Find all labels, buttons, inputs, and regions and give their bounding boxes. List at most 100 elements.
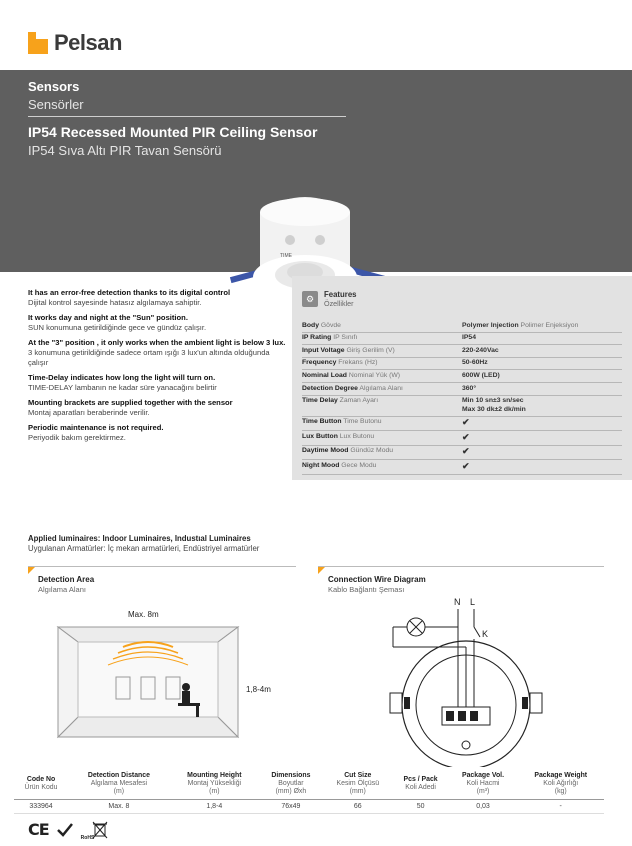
feature-key-tr: Time Butonu xyxy=(343,418,382,426)
feature-key: Nominal Load xyxy=(302,371,347,379)
header-unit: (m) xyxy=(209,788,220,796)
features-icon: ⚙ xyxy=(302,291,318,307)
corner-accent-icon xyxy=(318,567,325,574)
description-item: Periodic maintenance is not required. Pe… xyxy=(28,423,286,443)
wiring-subtitle: Kablo Bağlantı Şeması xyxy=(328,585,405,594)
feature-value-2: Max 30 dk±2 dk/min xyxy=(462,405,526,413)
description-en: It has an error-free detection thanks to… xyxy=(28,288,231,297)
features-title: Features xyxy=(324,290,357,299)
description-list: It has an error-free detection thanks to… xyxy=(28,288,286,448)
neutral-label: N xyxy=(454,597,461,607)
feature-key: Night Mood xyxy=(302,461,340,469)
hero-banner: Sensors Sensörler IP54 Recessed Mounted … xyxy=(0,70,632,299)
feature-key: Time Delay xyxy=(302,397,338,405)
header-tr: Koli Hacmi xyxy=(466,780,500,788)
product-subtitle: IP54 Sıva Altı PIR Tavan Sensörü xyxy=(28,143,222,158)
feature-key-tr: Gündüz Modu xyxy=(350,447,394,455)
header-tr: Koli Adedi xyxy=(405,784,436,792)
feature-key-tr: Giriş Gerilim (V) xyxy=(346,346,395,354)
table-cell: Max. 8 xyxy=(68,799,170,814)
description-en: Periodic maintenance is not required. xyxy=(28,423,164,432)
luminaires-en: Applied luminaires: Indoor Luminaires, I… xyxy=(28,534,251,543)
hero-divider xyxy=(28,116,346,117)
detection-area-diagram: Max. 8m 1,8-4m xyxy=(56,610,271,739)
feature-key: Time Button xyxy=(302,418,342,426)
header-tr: Kesim Ölçüsü xyxy=(336,780,380,788)
header-unit: (mm) xyxy=(349,788,366,796)
feature-value: Polymer Injection xyxy=(462,321,519,329)
brand-name: Pelsan xyxy=(54,30,122,55)
ce-mark-icon: CE xyxy=(28,820,50,839)
wiring-diagram: N L K xyxy=(389,597,543,767)
applied-luminaires: Applied luminaires: Indoor Luminaires, I… xyxy=(28,534,259,554)
logo-mark-icon xyxy=(28,32,50,54)
feature-key-tr: Frekans (Hz) xyxy=(338,359,378,367)
description-tr: TIME-DELAY lambanın ne kadar süre yanaca… xyxy=(28,383,217,392)
description-item: It works day and night at the "Sun" posi… xyxy=(28,313,286,333)
certifications: CE RoHS xyxy=(28,820,108,841)
detection-title: Detection Area xyxy=(38,575,95,584)
header-tr: Koli Ağırlığı xyxy=(543,780,579,788)
header-unit: (mm) Øxh xyxy=(275,788,307,796)
description-item: At the "3" position , it only works when… xyxy=(28,338,286,368)
description-tr: 3 konumuna getirildiğinde sadece ortam ı… xyxy=(28,348,270,367)
feature-key: Frequency xyxy=(302,359,337,367)
header-unit: (kg) xyxy=(554,788,567,796)
feature-key-tr: Lux Butonu xyxy=(339,432,375,440)
feature-value: IP54 xyxy=(462,334,476,342)
description-item: Mounting brackets are supplied together … xyxy=(28,398,286,418)
category-subtitle: Sensörler xyxy=(28,97,84,112)
feature-value-tr: Polimer Enjeksiyon xyxy=(520,321,579,329)
description-item: Time-Delay indicates how long the light … xyxy=(28,373,286,393)
description-tr: Montaj aparatları beraberinde verilir. xyxy=(28,408,150,417)
check-icon: ✔ xyxy=(462,431,470,442)
rohs-badge: RoHS xyxy=(81,824,95,841)
feature-value: 360° xyxy=(462,384,477,392)
features-header: ⚙ Features Özellikler xyxy=(302,290,357,308)
table-cell: 1,8-4 xyxy=(169,799,259,814)
header-unit: (m³) xyxy=(476,788,490,796)
feature-key-tr: Gece Modu xyxy=(341,461,377,469)
header-unit: (m) xyxy=(113,788,125,796)
features-row: Input Voltage Giriş Gerilim (V)220-240Va… xyxy=(302,344,622,358)
table-cell: 0,03 xyxy=(448,799,518,814)
column-header: Package Vol.Koli Hacmi(m³) xyxy=(448,772,518,800)
feature-value: Min 10 sn±3 sn/sec xyxy=(462,397,524,405)
features-row: Frequency Frekans (Hz)50-60Hz xyxy=(302,357,622,371)
table-cell: 333964 xyxy=(14,799,69,814)
header-tr: Boyutlar xyxy=(278,780,304,788)
check-icon: ✔ xyxy=(462,446,470,457)
feature-key-tr: Zaman Ayarı xyxy=(339,397,379,405)
features-subtitle: Özellikler xyxy=(324,299,354,308)
detection-area-panel: Detection Area Algılama Alanı Max. 8m 1,… xyxy=(28,566,296,766)
table-cell: - xyxy=(517,799,604,814)
header-en: Pcs / Pack xyxy=(403,776,438,784)
live-label: L xyxy=(470,597,475,607)
features-row: Time Delay Zaman Ayarı Min 10 sn±3 sn/sec… xyxy=(302,395,622,417)
header-en: Mounting Height xyxy=(187,772,242,779)
feature-key: Detection Degree xyxy=(302,384,358,392)
mounting-height-label: 1,8-4m xyxy=(246,685,271,694)
wiring-title: Connection Wire Diagram xyxy=(328,575,426,584)
rohs-text: RoHS xyxy=(80,834,95,841)
header-en: Detection Distance xyxy=(87,772,150,779)
product-title: IP54 Recessed Mounted PIR Ceiling Sensor xyxy=(28,124,318,140)
feature-key: IP Rating xyxy=(302,334,332,342)
header-en: Code No xyxy=(26,776,56,784)
description-tr: Dijital kontrol sayesinde hatasız algıla… xyxy=(28,298,202,307)
weee-bin-icon xyxy=(92,821,108,838)
feature-key-tr: Nominal Yük (W) xyxy=(348,371,401,379)
luminaires-tr: Uygulanan Armatürler: İç mekan armatürle… xyxy=(28,544,260,553)
checkmark-icon xyxy=(56,822,73,837)
